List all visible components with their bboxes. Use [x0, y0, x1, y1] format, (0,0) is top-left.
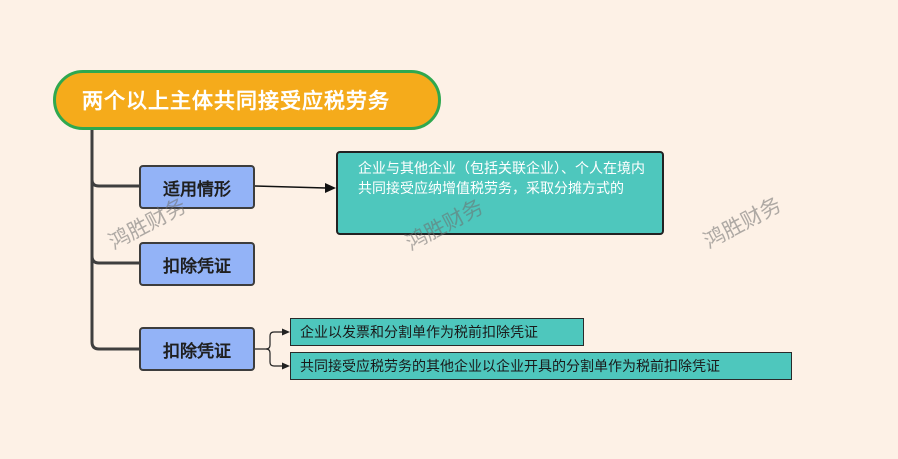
leaf-label: 共同接受应税劳务的其他企业以企业开具的分割单作为税前扣除凭证 [300, 359, 720, 375]
leaf-enterprise-invoice: 企业以发票和分割单作为税前扣除凭证 [290, 318, 584, 346]
watermark: 鸿胜财务 [699, 192, 786, 254]
branch-applicable-situation: 适用情形 [139, 165, 255, 209]
branch-label: 扣除凭证 [163, 256, 231, 277]
branch-deduction-voucher-1: 扣除凭证 [139, 242, 255, 286]
branch-label: 扣除凭证 [163, 341, 231, 362]
leaf-other-enterprise-split-bill: 共同接受应税劳务的其他企业以企业开具的分割单作为税前扣除凭证 [290, 352, 792, 380]
detail-applicable-situation: 企业与其他企业（包括关联企业）、个人在境内共同接受应纳增值税劳务，采取分摊方式的 [336, 151, 664, 235]
branch-deduction-voucher-2: 扣除凭证 [139, 327, 255, 371]
detail-text: 企业与其他企业（包括关联企业）、个人在境内共同接受应纳增值税劳务，采取分摊方式的 [358, 161, 645, 197]
leaf-label: 企业以发票和分割单作为税前扣除凭证 [300, 325, 538, 341]
root-topic-label: 两个以上主体共同接受应税劳务 [82, 89, 390, 113]
root-topic: 两个以上主体共同接受应税劳务 [53, 70, 441, 130]
branch-label: 适用情形 [163, 179, 231, 200]
